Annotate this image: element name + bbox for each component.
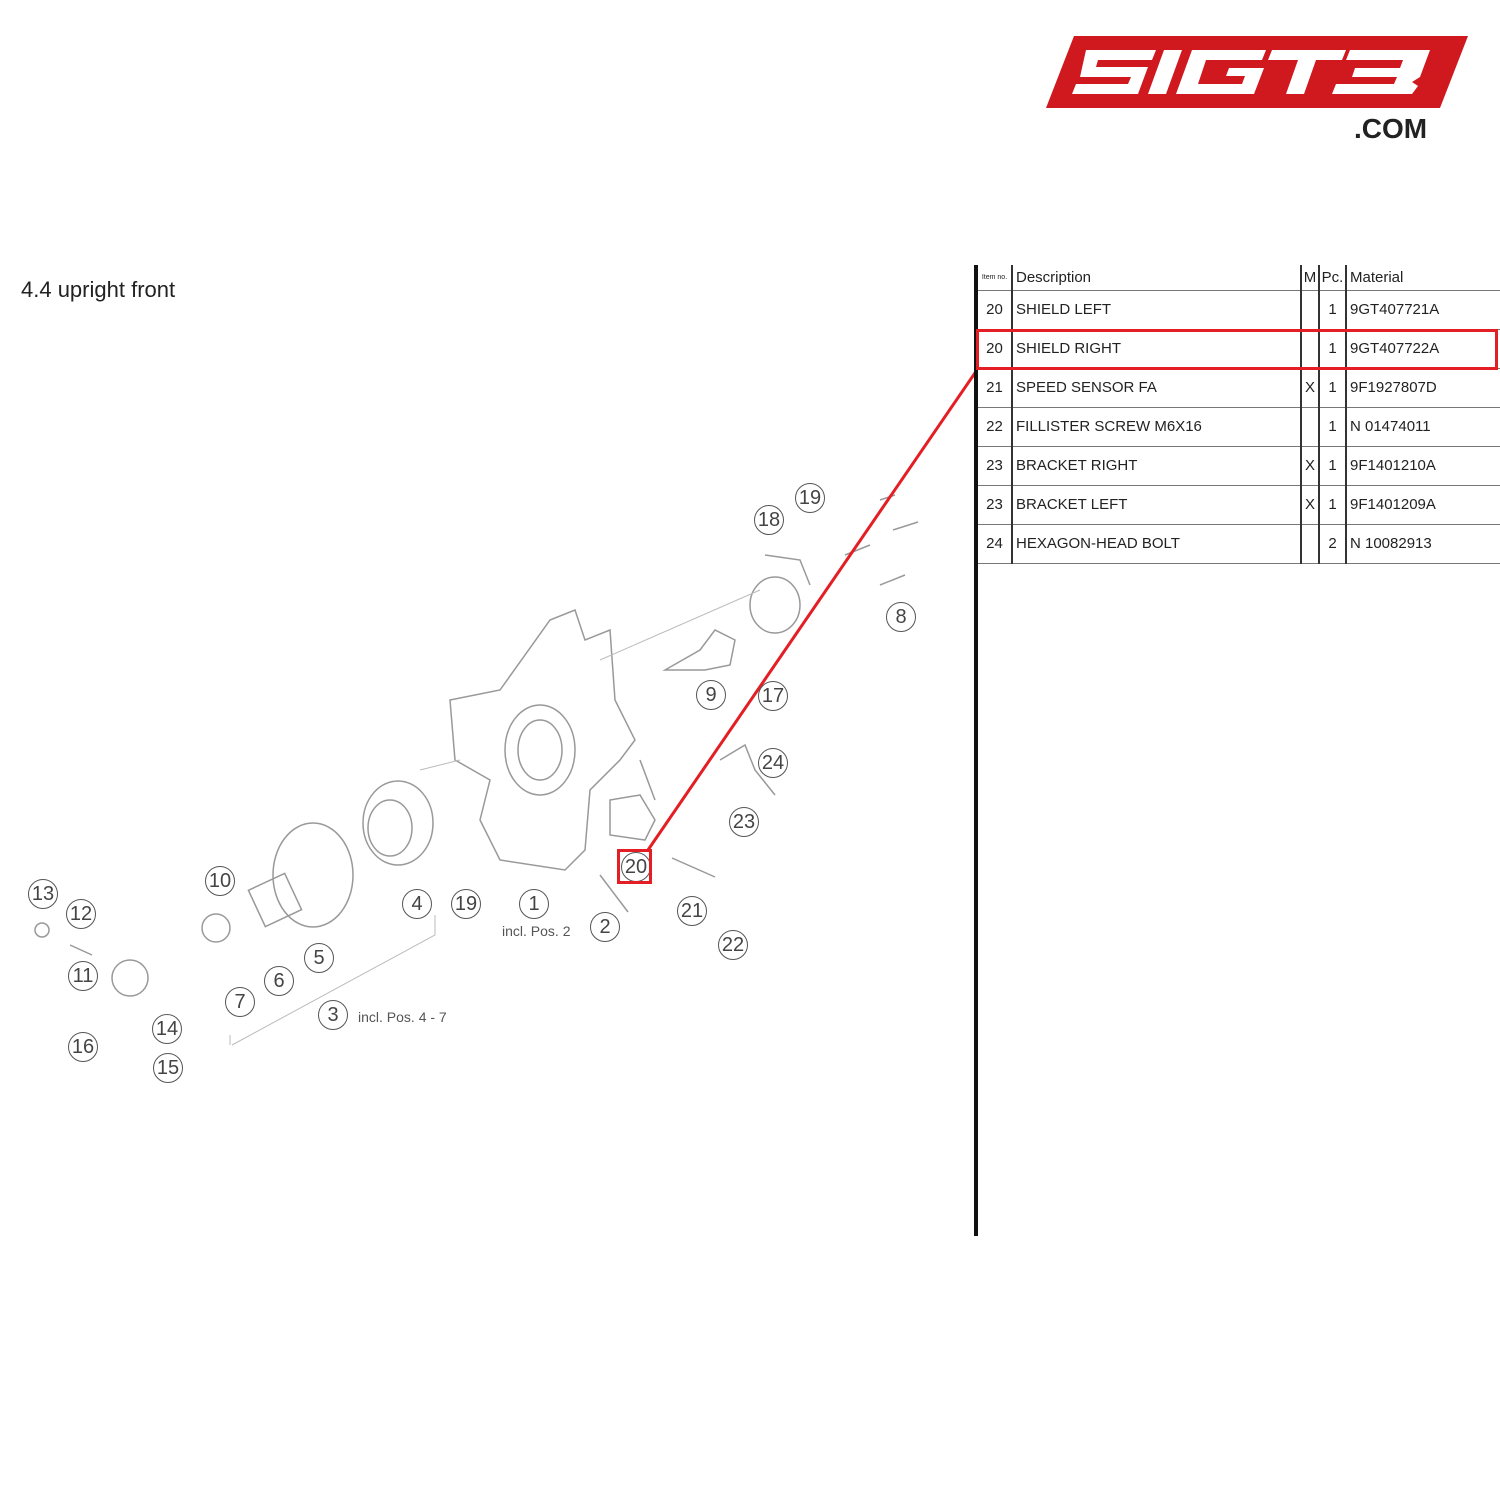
logo-domain: .COM xyxy=(1354,113,1428,144)
callout-22[interactable]: 22 xyxy=(718,930,748,960)
cell-material: 9F1927807D xyxy=(1346,368,1500,408)
cell-description: SHIELD RIGHT xyxy=(1012,329,1302,369)
header-m: M xyxy=(1301,265,1320,291)
header-description: Description xyxy=(1012,265,1302,291)
note-incl-pos-2: incl. Pos. 2 xyxy=(502,923,571,939)
highlighted-callout-box xyxy=(617,849,652,884)
callout-23[interactable]: 23 xyxy=(729,807,759,837)
callout-18[interactable]: 18 xyxy=(754,505,784,535)
cell-material: 9GT407721A xyxy=(1346,290,1500,330)
callout-1[interactable]: 1 xyxy=(519,889,549,919)
header-pc: Pc. xyxy=(1319,265,1347,291)
cell-item: 24 xyxy=(978,524,1013,564)
callout-13[interactable]: 13 xyxy=(28,879,58,909)
cell-description: HEXAGON-HEAD BOLT xyxy=(1012,524,1302,564)
cell-material: 9F1401209A xyxy=(1346,485,1500,525)
callout-10[interactable]: 10 xyxy=(205,866,235,896)
highlight-connector-line xyxy=(646,369,979,851)
hub-part xyxy=(272,822,354,928)
cell-item: 23 xyxy=(978,446,1013,486)
callout-6[interactable]: 6 xyxy=(264,966,294,996)
callout-21[interactable]: 21 xyxy=(677,896,707,926)
callout-5[interactable]: 5 xyxy=(304,943,334,973)
callout-9[interactable]: 9 xyxy=(696,680,726,710)
callout-14[interactable]: 14 xyxy=(152,1014,182,1044)
cell-pc: 1 xyxy=(1319,446,1347,486)
cell-m xyxy=(1301,524,1320,564)
callout-3[interactable]: 3 xyxy=(318,1000,348,1030)
cell-pc: 1 xyxy=(1319,290,1347,330)
section-title: 4.4 upright front xyxy=(21,277,176,302)
bearing-part xyxy=(362,780,434,866)
cell-m xyxy=(1301,407,1320,447)
upright-part xyxy=(449,609,636,871)
cell-description: FILLISTER SCREW M6X16 xyxy=(1012,407,1302,447)
header-material: Material xyxy=(1346,265,1500,291)
highlighted-row-box xyxy=(976,329,1498,370)
cell-item: 20 xyxy=(978,329,1013,369)
callout-24[interactable]: 24 xyxy=(758,748,788,778)
cell-description: SHIELD LEFT xyxy=(1012,290,1302,330)
callout-15[interactable]: 15 xyxy=(153,1053,183,1083)
callout-19[interactable]: 19 xyxy=(451,889,481,919)
cell-m: X xyxy=(1301,446,1320,486)
cell-material: 9F1401210A xyxy=(1346,446,1500,486)
callout-19[interactable]: 19 xyxy=(795,483,825,513)
cell-m xyxy=(1301,290,1320,330)
callout-4[interactable]: 4 xyxy=(402,889,432,919)
cell-item: 23 xyxy=(978,485,1013,525)
note-incl-pos-4-7: incl. Pos. 4 - 7 xyxy=(358,1009,447,1025)
cell-pc: 2 xyxy=(1319,524,1347,564)
cell-item: 20 xyxy=(978,290,1013,330)
cell-m: X xyxy=(1301,485,1320,525)
cell-pc: 1 xyxy=(1319,407,1347,447)
callout-16[interactable]: 16 xyxy=(68,1032,98,1062)
cell-pc: 1 xyxy=(1319,329,1347,369)
ring-part xyxy=(749,576,801,634)
cell-material: N 10082913 xyxy=(1346,524,1500,564)
callout-2[interactable]: 2 xyxy=(590,912,620,942)
cell-pc: 1 xyxy=(1319,368,1347,408)
callout-12[interactable]: 12 xyxy=(66,899,96,929)
cell-m: X xyxy=(1301,368,1320,408)
sigt3-logo xyxy=(1046,36,1468,108)
cell-description: SPEED SENSOR FA xyxy=(1012,368,1302,408)
table-divider xyxy=(974,265,978,1236)
callout-8[interactable]: 8 xyxy=(886,602,916,632)
callout-7[interactable]: 7 xyxy=(225,987,255,1017)
callout-11[interactable]: 11 xyxy=(68,961,98,991)
callout-17[interactable]: 17 xyxy=(758,681,788,711)
cell-description: BRACKET RIGHT xyxy=(1012,446,1302,486)
table-header: Item no. Description M Pc. Material xyxy=(978,265,1500,291)
cell-pc: 1 xyxy=(1319,485,1347,525)
cell-description: BRACKET LEFT xyxy=(1012,485,1302,525)
cell-item: 21 xyxy=(978,368,1013,408)
cell-material: N 01474011 xyxy=(1346,407,1500,447)
header-item: Item no. xyxy=(978,265,1013,291)
cell-item: 22 xyxy=(978,407,1013,447)
